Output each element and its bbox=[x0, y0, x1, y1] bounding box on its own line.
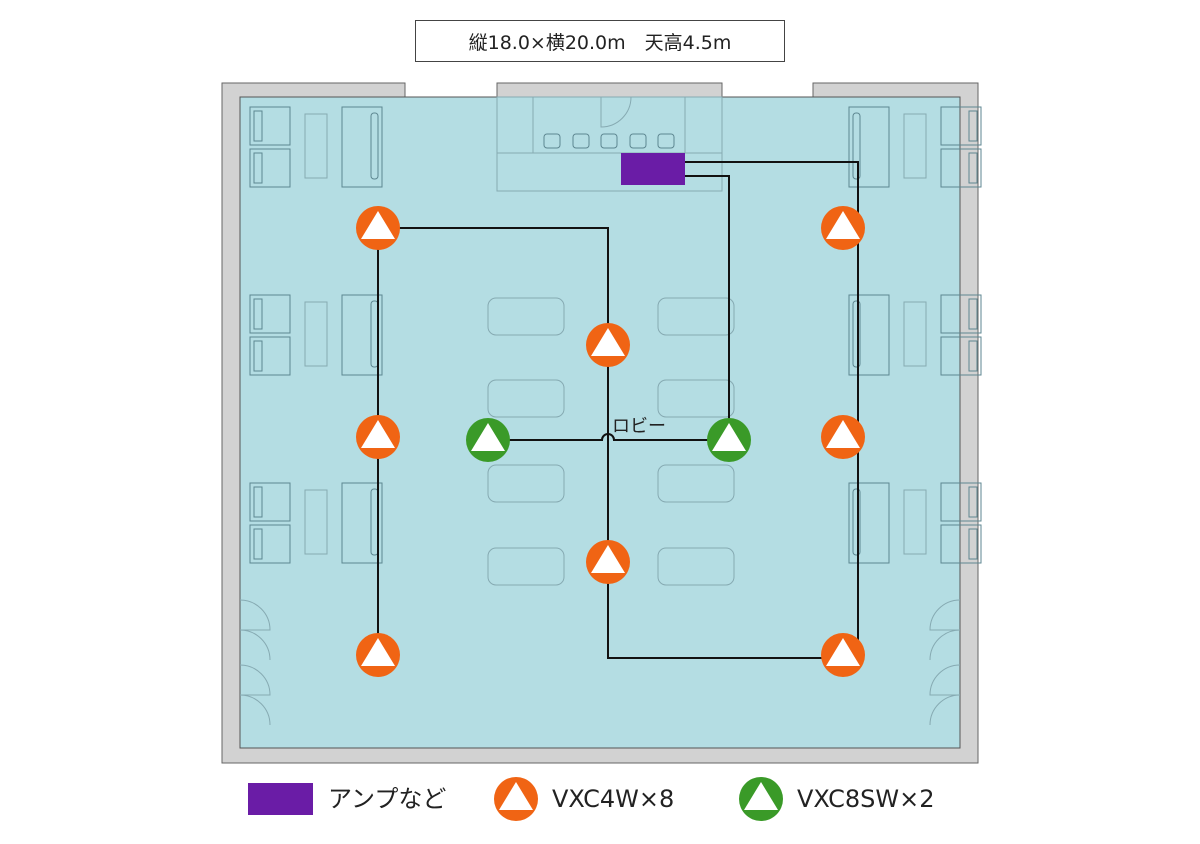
speaker-vxc4w-icon bbox=[356, 206, 400, 250]
room-label-lobby: ロビー bbox=[612, 416, 666, 437]
speakers bbox=[356, 206, 865, 677]
legend-vxc8sw-label: VXC8SW×2 bbox=[797, 785, 935, 813]
subwoofer-vxc8sw-icon bbox=[707, 418, 751, 462]
speaker-vxc4w-icon bbox=[586, 323, 630, 367]
legend-speaker-icon bbox=[494, 777, 538, 821]
legend-amp-label: アンプなど bbox=[328, 785, 447, 813]
legend-amp-swatch bbox=[248, 783, 313, 815]
speaker-vxc4w-icon bbox=[821, 415, 865, 459]
speaker-vxc4w-icon bbox=[586, 540, 630, 584]
speaker-vxc4w-icon bbox=[821, 633, 865, 677]
legend-vxc4w-label: VXC4W×8 bbox=[552, 785, 675, 813]
furniture bbox=[239, 106, 982, 726]
speaker-vxc4w-icon bbox=[821, 206, 865, 250]
dimensions-label: 縦18.0×横20.0m 天高4.5m bbox=[415, 20, 785, 62]
subwoofer-vxc8sw-icon bbox=[466, 418, 510, 462]
legend-subwoofer-icon bbox=[739, 777, 783, 821]
amplifier bbox=[621, 153, 685, 185]
speaker-vxc4w-icon bbox=[356, 415, 400, 459]
speaker-vxc4w-icon bbox=[356, 633, 400, 677]
